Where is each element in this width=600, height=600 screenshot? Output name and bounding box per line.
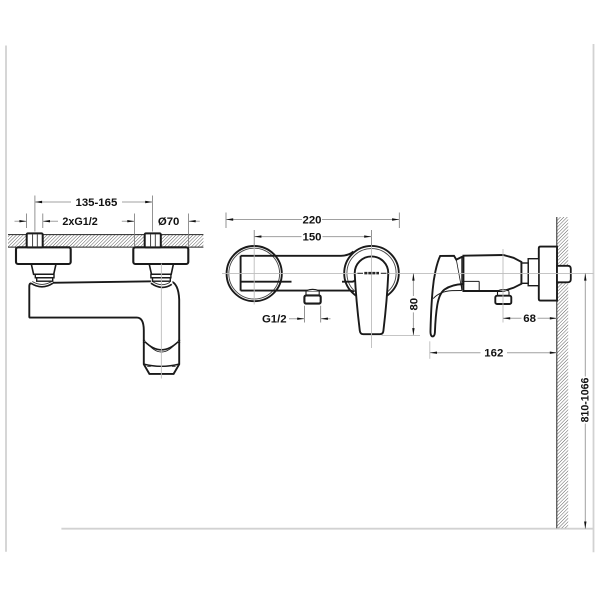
svg-text:810-1066: 810-1066 [580, 378, 592, 423]
svg-text:80: 80 [409, 298, 421, 311]
svg-text:2xG1/2: 2xG1/2 [62, 216, 97, 228]
svg-text:150: 150 [302, 232, 321, 244]
svg-text:Ø70: Ø70 [158, 216, 180, 228]
svg-text:220: 220 [302, 214, 321, 226]
svg-text:162: 162 [484, 348, 503, 360]
svg-text:68: 68 [523, 313, 536, 325]
svg-text:135-165: 135-165 [75, 197, 117, 209]
svg-text:G1/2: G1/2 [262, 314, 287, 326]
